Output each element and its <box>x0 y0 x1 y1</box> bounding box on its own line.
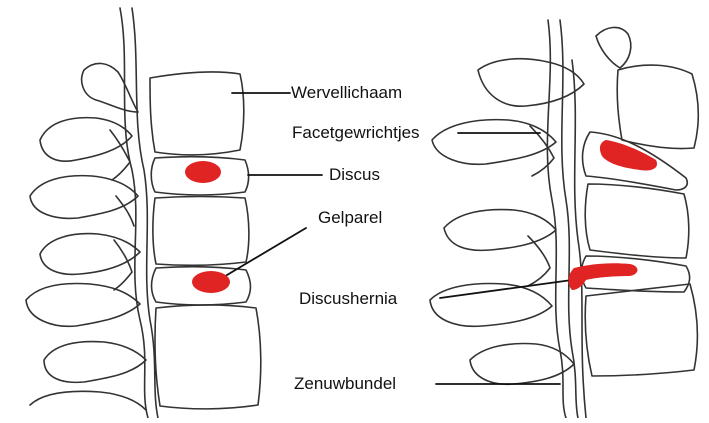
left-vertebral-body-1 <box>150 72 244 155</box>
right-nucleus-1 <box>600 140 657 171</box>
left-vertebral-body-2 <box>153 197 249 266</box>
leader-discushernia <box>440 280 572 298</box>
right-vertebral-body-2 <box>585 184 689 258</box>
left-spine <box>26 8 261 418</box>
label-gelparel: Gelparel <box>318 208 382 228</box>
left-vertebral-body-3 <box>155 305 261 409</box>
label-discus: Discus <box>329 165 380 185</box>
label-wervellichaam: Wervellichaam <box>291 83 402 103</box>
left-nucleus-2-gelparel <box>192 271 230 293</box>
left-process-1 <box>82 63 138 112</box>
right-vertebral-body-3 <box>585 284 697 376</box>
right-herniated-nucleus <box>569 263 638 290</box>
right-spine <box>430 20 698 418</box>
left-nucleus-1 <box>185 161 221 183</box>
highlights <box>185 140 657 293</box>
label-zenuwbundel: Zenuwbundel <box>294 374 396 394</box>
right-vertebral-body-1 <box>617 65 698 148</box>
label-facetgewrichtjes: Facetgewrichtjes <box>292 123 420 143</box>
leader-gelparel <box>222 228 306 278</box>
label-discushernia: Discushernia <box>299 289 397 309</box>
left-spinal-canal <box>120 8 148 418</box>
